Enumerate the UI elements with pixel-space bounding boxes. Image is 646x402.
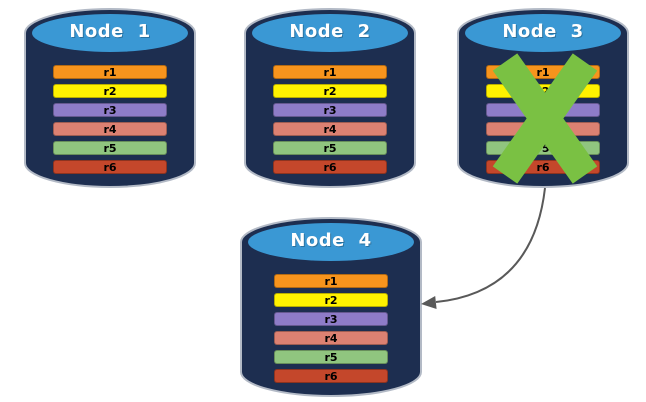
- node-4: Node 4 r1 r2 r3 r4 r5 r6: [240, 217, 422, 397]
- cylinder-top-ellipse: [465, 14, 621, 52]
- node-title: Node 4: [290, 230, 372, 251]
- node-title: Node 2: [289, 21, 371, 42]
- replica-bar-r3: r3: [273, 103, 387, 117]
- replica-bar-r3: r3: [274, 312, 388, 326]
- replica-bar-r5: r5: [274, 350, 388, 364]
- replica-bar-r6: r6: [53, 160, 167, 174]
- replica-bar-r4: r4: [274, 331, 388, 345]
- replica-bar-r1: r1: [273, 65, 387, 79]
- node-title: Node 1: [69, 21, 151, 42]
- replica-bar-r1: r1: [274, 274, 388, 288]
- replica-rows: r1 r2 r3 r4 r5 r6: [244, 65, 416, 174]
- replica-bar-r1: r1: [53, 65, 167, 79]
- replica-bar-r4: r4: [53, 122, 167, 136]
- replica-bar-r6: r6: [273, 160, 387, 174]
- replica-bar-r2: r2: [53, 84, 167, 98]
- node-title: Node 3: [502, 21, 584, 42]
- replica-bar-r2: r2: [274, 293, 388, 307]
- node-2: Node 2 r1 r2 r3 r4 r5 r6: [244, 8, 416, 188]
- node-3: Node 3 r1 r2 r3 r4 r5 r6: [457, 8, 629, 188]
- arrow-head-icon: [421, 296, 437, 309]
- cylinder-top-ellipse: [32, 14, 188, 52]
- cylinder-top-ellipse: [252, 14, 408, 52]
- cylinder-top-ellipse: [248, 223, 414, 261]
- replica-bar-r4: r4: [273, 122, 387, 136]
- node-1: Node 1 r1 r2 r3 r4 r5 r6: [24, 8, 196, 188]
- replica-bar-r5: r5: [53, 141, 167, 155]
- replica-bar-r6: r6: [274, 369, 388, 383]
- failure-x-icon: [492, 53, 598, 184]
- replica-rows: r1 r2 r3 r4 r5 r6: [24, 65, 196, 174]
- replica-bar-r3: r3: [53, 103, 167, 117]
- replica-bar-r5: r5: [273, 141, 387, 155]
- arrow-curve: [435, 187, 546, 303]
- replica-rows: r1 r2 r3 r4 r5 r6: [240, 274, 422, 383]
- replica-bar-r2: r2: [273, 84, 387, 98]
